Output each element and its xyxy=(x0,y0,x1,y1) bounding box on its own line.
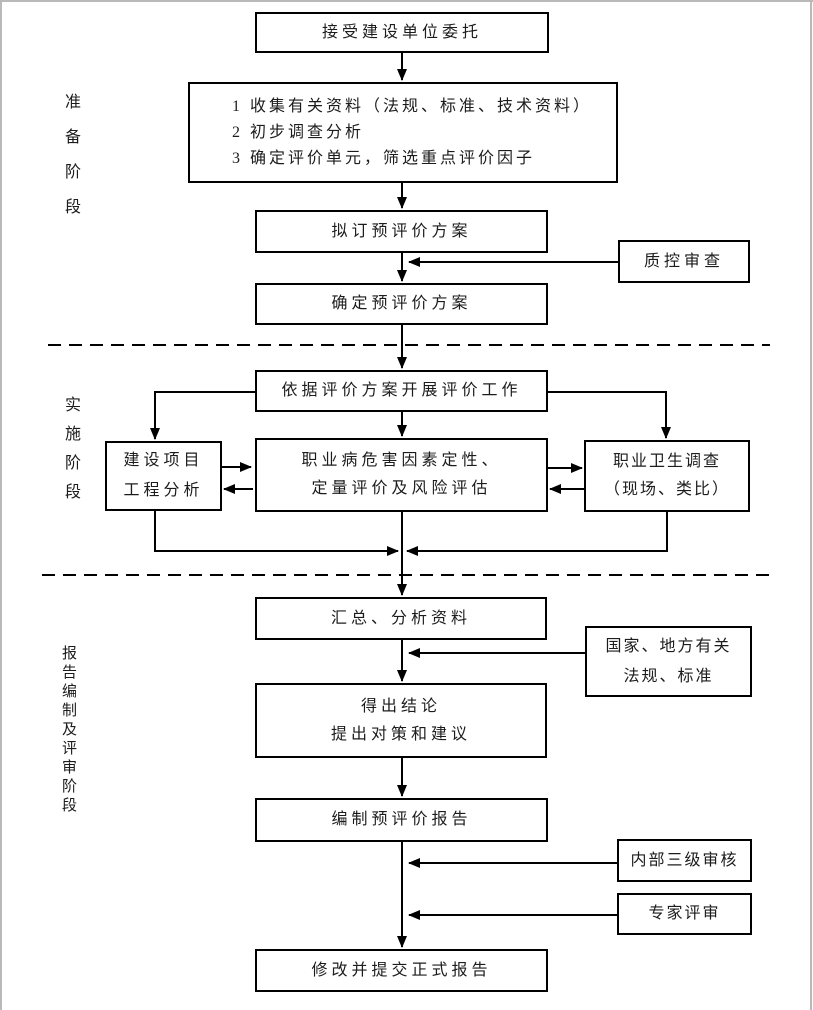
node-conclusions-suggestions-line-2: 提出对策和建议 xyxy=(330,725,471,743)
arrow-carryout-to-survey xyxy=(548,391,671,439)
node-accept-commission: 接受建设单位委托 xyxy=(255,12,549,53)
node-project-engineering-analysis-line-2: 工程分析 xyxy=(123,482,204,499)
arrow-project-to-merge xyxy=(154,511,399,556)
node-national-local-regulations-line-2: 法规、标准 xyxy=(623,667,714,685)
node-compile-report-label: 编制预评价报告 xyxy=(331,811,472,828)
node-national-local-regulations: 国家、地方有关 法规、标准 xyxy=(585,626,752,697)
node-project-engineering-analysis: 建设项目 工程分析 xyxy=(105,441,222,511)
node-collect-data-line-3: 3 确定评价单元，筛选重点评价因子 xyxy=(232,149,536,167)
node-compile-report: 编制预评价报告 xyxy=(255,798,548,842)
node-submit-final-report: 修改并提交正式报告 xyxy=(255,949,548,992)
node-internal-three-level-review: 内部三级审核 xyxy=(617,839,752,882)
node-collect-data-line-1: 1 收集有关资料（法规、标准、技术资料） xyxy=(232,97,593,115)
node-collect-data-line-2: 2 初步调查分析 xyxy=(232,123,365,141)
node-carry-out-evaluation-label: 依据评价方案开展评价工作 xyxy=(281,382,522,399)
phase-divider-2 xyxy=(42,574,770,576)
node-submit-final-report-label: 修改并提交正式报告 xyxy=(311,961,492,979)
node-occupational-health-survey: 职业卫生调查 （现场、类比） xyxy=(584,440,750,512)
phase-label-reporting: 报告编制及评审阶段 xyxy=(60,645,76,816)
node-accept-commission-label: 接受建设单位委托 xyxy=(321,23,482,41)
node-hazard-factor-evaluation-line-1: 职业病危害因素定性、 xyxy=(301,452,502,469)
node-draft-plan: 拟订预评价方案 xyxy=(255,210,548,253)
node-national-local-regulations-line-1: 国家、地方有关 xyxy=(605,637,732,655)
node-occupational-health-survey-line-2: （现场、类比） xyxy=(603,481,730,498)
node-collect-data: 1 收集有关资料（法规、标准、技术资料） 2 初步调查分析 3 确定评价单元，筛… xyxy=(188,82,618,183)
node-hazard-factor-evaluation-line-2: 定量评价及风险评估 xyxy=(311,480,492,497)
phase-label-preparation: 准备阶段 xyxy=(62,93,79,233)
node-conclusions-suggestions-line-1: 得出结论 xyxy=(360,697,441,715)
phase-label-implementation: 实施阶段 xyxy=(62,396,79,512)
node-confirm-plan: 确定预评价方案 xyxy=(255,283,548,325)
node-conclusions-suggestions: 得出结论 提出对策和建议 xyxy=(255,683,547,758)
node-draft-plan-label: 拟订预评价方案 xyxy=(331,222,472,240)
node-summarize-data-label: 汇总、分析资料 xyxy=(330,609,471,627)
page-edge-top xyxy=(0,0,813,2)
phase-divider-1 xyxy=(48,344,770,346)
arrow-carryout-to-project xyxy=(150,391,255,440)
page-edge-right xyxy=(810,0,812,1010)
arrow-survey-to-merge xyxy=(406,512,668,556)
node-confirm-plan-label: 确定预评价方案 xyxy=(331,295,472,312)
node-carry-out-evaluation: 依据评价方案开展评价工作 xyxy=(255,370,548,412)
node-summarize-data: 汇总、分析资料 xyxy=(255,597,547,640)
node-occupational-health-survey-line-1: 职业卫生调查 xyxy=(612,453,721,470)
node-qc-review-label: 质控审查 xyxy=(643,252,724,270)
node-qc-review: 质控审查 xyxy=(618,240,750,283)
node-expert-review: 专家评审 xyxy=(617,893,752,935)
page-edge-left xyxy=(0,0,2,1010)
node-hazard-factor-evaluation: 职业病危害因素定性、 定量评价及风险评估 xyxy=(255,438,548,512)
node-expert-review-label: 专家评审 xyxy=(648,905,721,922)
node-project-engineering-analysis-line-1: 建设项目 xyxy=(123,452,204,469)
node-internal-three-level-review-label: 内部三级审核 xyxy=(630,851,739,869)
